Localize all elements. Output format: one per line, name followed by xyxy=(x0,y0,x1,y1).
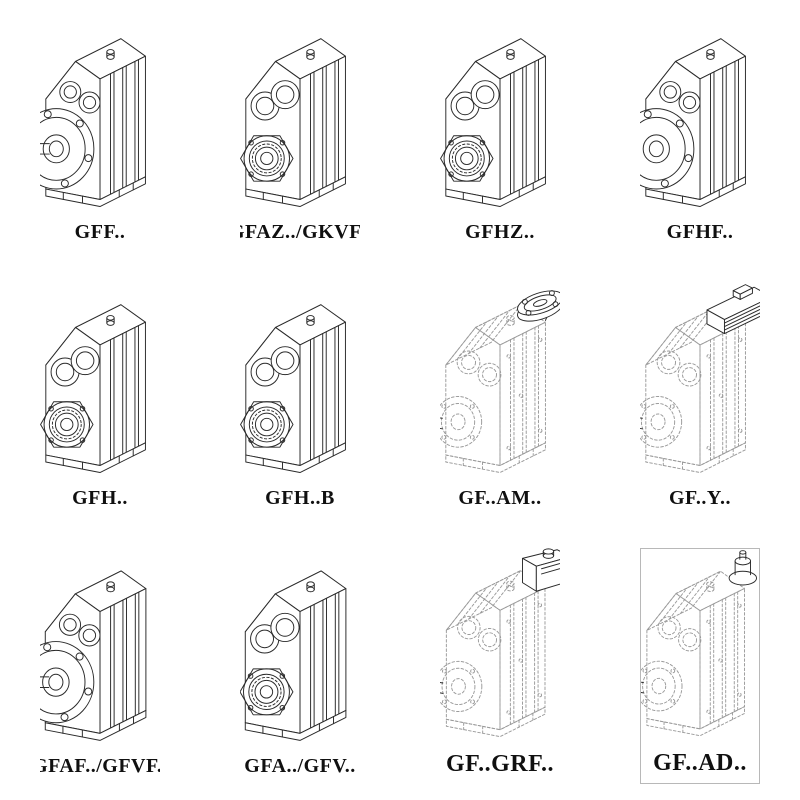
gearbox-bearing-face-drawing xyxy=(240,548,360,751)
catalog-cell-gf-grf: GF..GRF.. xyxy=(440,548,560,784)
catalog-cell-gfh: GFH.. xyxy=(40,282,160,516)
gearbox-ghost-motor-drawing xyxy=(640,282,760,483)
catalog-cell-gf-am: GF..AM.. xyxy=(440,282,560,516)
model-label: GFHF.. xyxy=(666,221,734,243)
model-label: GF..GRF.. xyxy=(445,751,555,777)
model-label: GF..AD.. xyxy=(653,750,747,776)
gearbox-bearing-face-drawing xyxy=(40,282,160,483)
gearbox-bearing-face-drawing xyxy=(240,16,360,217)
gearbox-bearing-face-drawing xyxy=(440,16,560,217)
gearbox-ghost-servo-adapter-drawing xyxy=(440,548,560,747)
gearbox-ghost-input-adapter-drawing xyxy=(640,549,760,746)
model-label: GFAF../GFVF.. xyxy=(40,755,160,777)
gearbox-flange-shaft-drawing xyxy=(40,548,160,751)
gearbox-bearing-face-drawing xyxy=(240,282,360,483)
catalog-cell-gfaf-gfvf: GFAF../GFVF.. xyxy=(40,548,160,784)
model-label: GFHZ.. xyxy=(465,221,535,243)
model-label: GFH.. xyxy=(72,487,128,509)
gearbox-flange-hollow-drawing xyxy=(640,16,760,217)
catalog-cell-gfhz: GFHZ.. xyxy=(440,16,560,250)
catalog-cell-gf-ad: GF..AD.. xyxy=(640,548,760,784)
catalog-cell-gf-y: GF..Y.. xyxy=(640,282,760,516)
catalog-cell-gfh-b: GFH..B xyxy=(240,282,360,516)
model-label: GF..Y.. xyxy=(668,487,732,509)
model-label: GFAZ../GKVF.. xyxy=(240,221,360,243)
catalog-cell-gfaz-gkvf: GFAZ../GKVF.. xyxy=(240,16,360,250)
model-label: GF..AM.. xyxy=(458,487,542,509)
catalog-cell-gff: GFF.. xyxy=(40,16,160,250)
gearbox-flange-shaft-drawing xyxy=(40,16,160,217)
catalog-cell-gfhf: GFHF.. xyxy=(640,16,760,250)
model-label: GFH..B xyxy=(265,487,335,509)
gearbox-ghost-adapter-flange-drawing xyxy=(440,282,560,483)
model-label: GFF.. xyxy=(74,221,126,243)
catalog-cell-gfa-gfv: GFA../GFV.. xyxy=(240,548,360,784)
model-label: GFA../GFV.. xyxy=(244,755,356,777)
